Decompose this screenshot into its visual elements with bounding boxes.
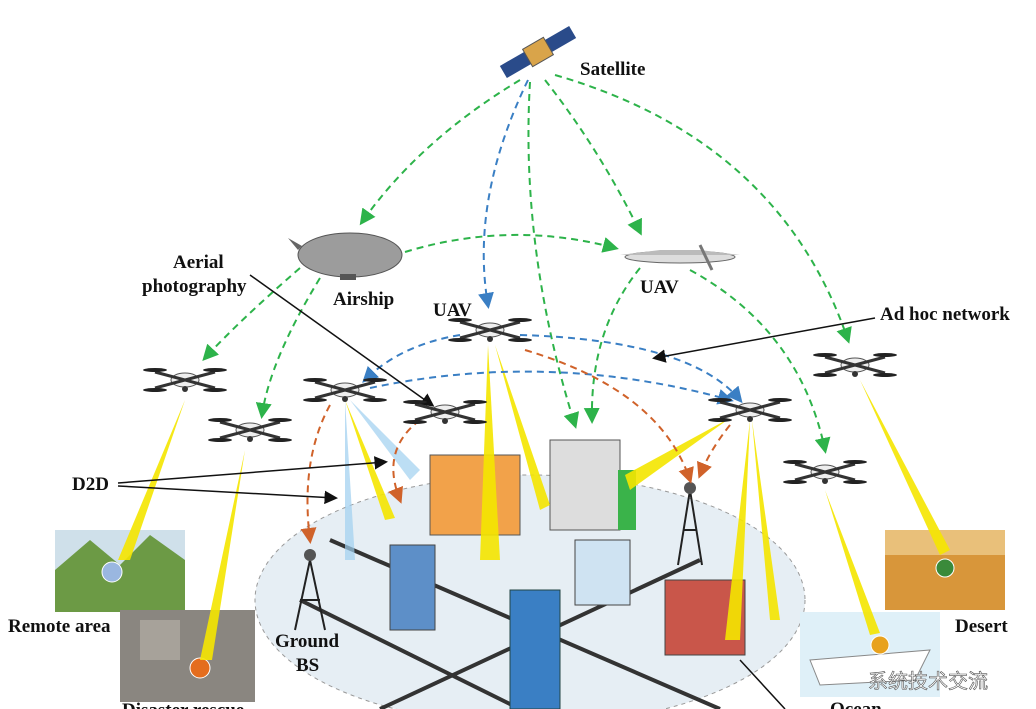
uav-light-beams [345, 400, 420, 560]
desert-label: Desert [955, 616, 1008, 637]
disaster-rescue-photo [120, 610, 255, 702]
remote-area-label: Remote area [8, 616, 111, 637]
aerial-photography-label: Aerial [173, 252, 224, 273]
quadcopter-uav-icon [781, 458, 869, 486]
ad-hoc-network-label: Ad hoc network [880, 304, 1010, 325]
quadcopter-uav-icon [446, 316, 534, 344]
ground-base-station-icon [294, 489, 703, 631]
uav-links [362, 79, 743, 405]
satellite-links [202, 74, 852, 454]
disaster-rescue-label: Disaster rescue [122, 700, 244, 709]
quadcopter-uav-icon [206, 416, 294, 444]
quadcopter-uav-icon [141, 366, 229, 394]
pointer-lines [117, 274, 876, 709]
airship-label: Airship [333, 289, 394, 310]
airship-icon [288, 232, 403, 280]
aerial-photography-label: photography [142, 276, 247, 297]
coverage-beams [118, 345, 950, 660]
quadcopter-uav-icon [401, 398, 489, 426]
satellite-label: Satellite [580, 59, 645, 80]
ground-bs-label: Ground [275, 631, 340, 652]
d2d-label: D2D [72, 474, 109, 495]
watermark: 系统技术交流 [868, 669, 988, 693]
ground-bs-label: BS [296, 655, 319, 676]
ocean-label: Ocean [830, 699, 882, 709]
ground-links [300, 349, 731, 544]
remote-area-photo [55, 530, 185, 612]
fixed-wing-uav-icon [620, 244, 740, 271]
uav-label: UAV [433, 300, 472, 321]
uav-label: UAV [640, 277, 679, 298]
quadcopter-uav-icon [811, 351, 899, 379]
satellite-icon [499, 25, 577, 79]
ocean-photo [800, 612, 940, 697]
quadcopter-uav-icon [301, 376, 389, 404]
quadcopter-uav-icon [706, 396, 794, 424]
